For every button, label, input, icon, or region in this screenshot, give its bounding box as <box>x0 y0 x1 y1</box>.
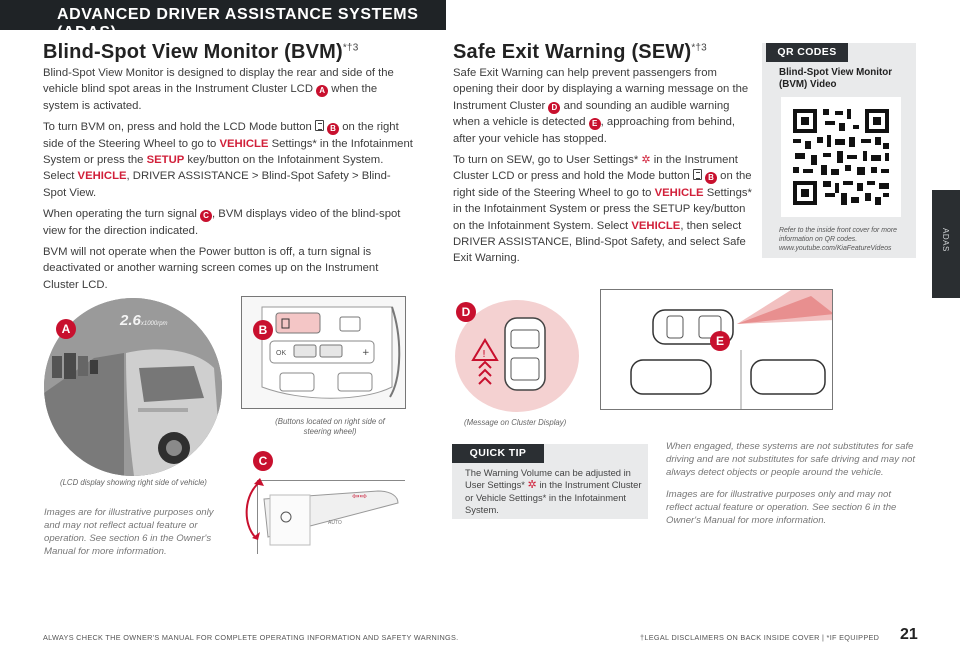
bvm-p3-text-a: When operating the turn signal <box>43 208 197 221</box>
sew-title-sup: *†3 <box>691 42 707 54</box>
footer-warning: ALWAYS CHECK THE OWNER'S MANUAL FOR COMP… <box>43 633 459 642</box>
section-title: ADVANCED DRIVER ASSISTANCE SYSTEMS (ADAS… <box>57 6 419 41</box>
marker-a: A <box>56 319 76 339</box>
bvm-para-3: When operating the turn signal C, BVM di… <box>43 206 413 239</box>
bvm-p2-text-a: To turn BVM on, press and hold the LCD M… <box>43 121 312 134</box>
bvm-p1-text-b: when the system is activated. <box>43 83 378 112</box>
steering-wheel-illustration: + <box>242 297 405 408</box>
side-tab-label: ADAS <box>941 228 950 252</box>
approaching-vehicle-image <box>600 289 833 410</box>
section-header-bar: ADVANCED DRIVER ASSISTANCE SYSTEMS (ADAS… <box>0 0 446 41</box>
marker-b-inline-2: B <box>705 172 718 185</box>
marker-e: E <box>710 331 730 351</box>
marker-d-inline: D <box>548 101 561 114</box>
sew-title: Safe Exit Warning (SEW)*†3 <box>453 41 707 64</box>
sew-para-1: Safe Exit Warning can help prevent passe… <box>453 65 753 147</box>
bvm-title-sup: *†3 <box>342 42 359 54</box>
bvm-p2-text-c: Settings* in the Infotainment System or … <box>43 137 413 167</box>
auto-label: AUTO <box>328 520 342 526</box>
quick-tip-text-b: in the Instrument Cluster or Vehicle Set… <box>465 479 642 515</box>
qr-badge: QR CODES <box>766 43 848 62</box>
rpm-readout: 2.6x1000rpm <box>120 312 168 329</box>
turn-stalk-illustration: ⇦⇨ <box>263 490 399 546</box>
marker-c: C <box>253 451 273 471</box>
sew-p2-text-c: on the right side of the Steering Wheel … <box>453 170 752 199</box>
gear-icon-tip: ✲ <box>527 479 537 492</box>
turn-signal-stalk-image: ⇦⇨ AUTO <box>257 480 405 554</box>
bvm-body: Blind-Spot View Monitor is designed to d… <box>43 65 413 298</box>
cluster-warning-illustration: ! <box>471 317 546 391</box>
setup-label: SETUP <box>146 154 185 167</box>
qr-title: Blind-Spot View Monitor (BVM) Video <box>779 67 893 90</box>
sew-p2-text-b: in the Instrument Cluster LCD or press a… <box>453 154 738 183</box>
rotation-arrow-icon <box>245 478 264 540</box>
quick-tip-badge: QUICK TIP <box>452 444 544 463</box>
overhead-cars-illustration <box>601 290 832 409</box>
sew-p2-text-a: To turn on SEW, go to User Settings* <box>453 154 639 167</box>
qr-note: Refer to the inside front cover for more… <box>779 227 897 252</box>
caption-lcd: (LCD display showing right side of vehic… <box>60 478 207 487</box>
lcd-blindspot-image <box>44 298 222 476</box>
engaged-note: When engaged, these systems are not subs… <box>666 441 916 478</box>
sew-p2-text-e: , then select DRIVER ASSISTANCE, Blind-S… <box>453 219 746 265</box>
qr-code-image[interactable] <box>781 97 901 217</box>
marker-c-inline: C <box>200 210 213 223</box>
steering-wheel-buttons-image: + OK <box>241 296 406 409</box>
rpm-value: 2.6 <box>120 312 141 329</box>
svg-text:⇦⇨: ⇦⇨ <box>352 492 368 502</box>
quick-tip-text: The Warning Volume can be adjusted in Us… <box>465 467 643 516</box>
sew-p1-text-b: and sounding an audible warning when a v… <box>453 99 730 129</box>
ok-label: OK <box>276 350 287 357</box>
side-tab: ADAS <box>932 190 960 298</box>
caption-wheel: (Buttons located on right side of steeri… <box>275 417 385 436</box>
qr-code-icon <box>792 108 890 206</box>
rpm-unit: x1000rpm <box>140 321 168 327</box>
mode-button-icon <box>692 169 702 181</box>
cluster-warning-image: ! <box>455 300 579 412</box>
svg-text:+: + <box>362 348 370 358</box>
bvm-p2-text-b: on the right side of the Steering Wheel … <box>43 121 399 150</box>
vehicle-label-2: VEHICLE <box>77 170 127 183</box>
illustrative-note-left: Images are for illustrative purposes onl… <box>44 507 214 557</box>
quick-tip-text-a: The Warning Volume can be adjusted in Us… <box>465 467 631 491</box>
lcd-mode-button-icon <box>314 120 324 132</box>
sew-para-2: To turn on SEW, go to User Settings* ✲ i… <box>453 152 753 267</box>
bvm-para-1: Blind-Spot View Monitor is designed to d… <box>43 65 413 114</box>
bvm-title-text: Blind-Spot View Monitor (BVM) <box>43 41 343 63</box>
marker-a-inline: A <box>316 85 329 98</box>
bvm-para-4: BVM will not operate when the Power butt… <box>43 246 379 291</box>
caption-cluster: (Message on Cluster Display) <box>464 418 567 427</box>
footer-disclaimer: †LEGAL DISCLAIMERS ON BACK INSIDE COVER … <box>640 633 880 642</box>
sew-p1-text-a: Safe Exit Warning can help prevent passe… <box>453 67 749 112</box>
sew-p1-text-c: , approaching from behind, after your ve… <box>453 116 736 145</box>
marker-d: D <box>456 302 476 322</box>
bvm-p2-text-e: , DRIVER ASSISTANCE > Blind-Spot Safety … <box>43 170 391 199</box>
bvm-p1-text-a: Blind-Spot View Monitor is designed to d… <box>43 67 394 96</box>
sew-title-text: Safe Exit Warning (SEW) <box>453 41 692 63</box>
bvm-title: Blind-Spot View Monitor (BVM)*†3 <box>43 41 358 64</box>
bvm-para-2: To turn BVM on, press and hold the LCD M… <box>43 119 413 201</box>
blindspot-view-illustration <box>44 298 222 476</box>
gear-icon: ✲ <box>641 154 651 167</box>
marker-b-inline: B <box>327 123 340 136</box>
bvm-p3-text-b: , BVM displays video of the blind-spot v… <box>43 208 401 237</box>
bvm-p2-text-d: key/button on the Infotainment System. S… <box>43 154 384 183</box>
sew-p2-text-d: Settings* in the Infotainment System or … <box>453 186 752 232</box>
illustrative-note-right: Images are for illustrative purposes onl… <box>666 489 897 526</box>
vehicle-label-3: VEHICLE <box>654 186 704 199</box>
page-number: 21 <box>900 626 918 643</box>
vehicle-label-4: VEHICLE <box>631 219 681 232</box>
sew-body: Safe Exit Warning can help prevent passe… <box>453 65 753 272</box>
marker-b: B <box>253 320 273 340</box>
vehicle-label: VEHICLE <box>219 137 269 150</box>
svg-text:!: ! <box>482 349 486 360</box>
marker-e-inline: E <box>588 118 601 131</box>
